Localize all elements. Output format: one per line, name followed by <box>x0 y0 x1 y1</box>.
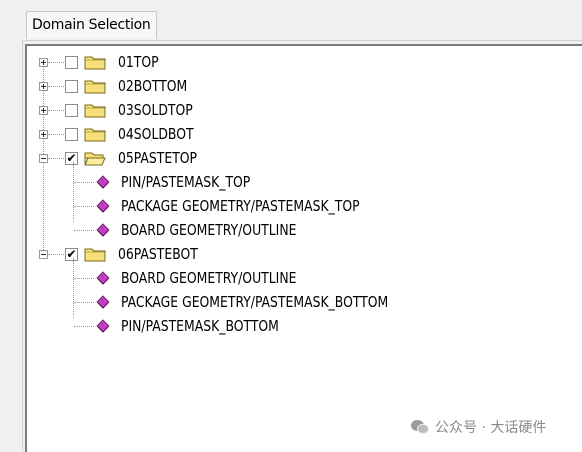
folder-icon <box>84 104 106 118</box>
folder-icon <box>84 248 106 262</box>
tree-node-01top[interactable]: 01TOP <box>27 50 577 74</box>
tree-node-label: 06PASTEBOT <box>118 245 198 263</box>
checkbox-02bottom[interactable] <box>65 79 78 93</box>
domain-tree[interactable]: 01TOP 02BOTTOM 03SOLDTOP 04SOLDBOT <box>25 44 582 452</box>
tree-leaf-label: PACKAGE GEOMETRY/PASTEMASK_TOP <box>121 197 360 215</box>
tree-connector <box>48 110 64 112</box>
tree-node-label: 05PASTETOP <box>118 149 198 167</box>
tree-leaf-package-pastemask-top[interactable]: PACKAGE GEOMETRY/PASTEMASK_TOP <box>27 194 577 218</box>
tree-connector <box>74 182 94 184</box>
tree-leaf-label: PIN/PASTEMASK_TOP <box>121 173 251 191</box>
tree-leaf-label: BOARD GEOMETRY/OUTLINE <box>121 221 297 239</box>
tree-leaf-board-outline[interactable]: BOARD GEOMETRY/OUTLINE <box>27 218 577 242</box>
tree-node-04soldbot[interactable]: 04SOLDBOT <box>27 122 577 146</box>
tree-connector <box>48 62 64 64</box>
tree-connector <box>73 258 75 318</box>
watermark-text: 公众号 · 大话硬件 <box>435 420 547 436</box>
minus-box-icon[interactable] <box>39 249 48 259</box>
checkbox-04soldbot[interactable] <box>65 127 78 141</box>
layer-diamond-icon <box>96 271 110 285</box>
checkbox-06pastebot[interactable]: ✔ <box>65 246 78 261</box>
tree-leaf-package-pastemask-bottom[interactable]: PACKAGE GEOMETRY/PASTEMASK_BOTTOM <box>27 290 577 314</box>
tree-connector <box>74 302 94 304</box>
tree-node-03soldtop[interactable]: 03SOLDTOP <box>27 98 577 122</box>
tree-connector <box>48 158 64 160</box>
tree-node-label: 02BOTTOM <box>118 77 188 95</box>
watermark: 公众号 · 大话硬件 <box>410 416 546 438</box>
checkbox-03soldtop[interactable] <box>65 103 78 117</box>
layer-diamond-icon <box>96 223 110 237</box>
wechat-icon <box>411 420 429 435</box>
layer-diamond-icon <box>96 175 110 189</box>
folder-icon <box>84 128 106 142</box>
tree-connector <box>74 326 94 328</box>
tree-connector <box>74 278 94 280</box>
plus-box-icon[interactable] <box>39 57 48 67</box>
tree-connector <box>48 86 64 88</box>
tree-node-label: 03SOLDTOP <box>118 101 193 119</box>
tree-leaf-label: PIN/PASTEMASK_BOTTOM <box>121 317 279 335</box>
tree-connector <box>48 254 64 256</box>
layer-diamond-icon <box>96 199 110 213</box>
tree-leaf-label: PACKAGE GEOMETRY/PASTEMASK_BOTTOM <box>121 293 389 311</box>
tree-node-02bottom[interactable]: 02BOTTOM <box>27 74 577 98</box>
layer-diamond-icon <box>96 319 110 333</box>
minus-box-icon[interactable] <box>39 153 48 163</box>
tree-leaf-pin-pastemask-bottom[interactable]: PIN/PASTEMASK_BOTTOM <box>27 314 577 338</box>
checkbox-01top[interactable] <box>65 55 78 69</box>
tree-node-05pastetop[interactable]: ✔ 05PASTETOP <box>27 146 577 170</box>
folder-icon <box>84 80 106 94</box>
plus-box-icon[interactable] <box>39 81 48 91</box>
tree-node-label: 04SOLDBOT <box>118 125 194 143</box>
tree-connector <box>73 162 75 222</box>
layer-diamond-icon <box>96 295 110 309</box>
tab-domain-selection[interactable]: Domain Selection <box>26 11 157 39</box>
tree-node-06pastebot[interactable]: ✔ 06PASTEBOT <box>27 242 577 266</box>
folder-icon <box>84 56 106 70</box>
plus-box-icon[interactable] <box>39 105 48 115</box>
tree-connector <box>48 134 64 136</box>
tree-connector <box>74 230 94 232</box>
plus-box-icon[interactable] <box>39 129 48 139</box>
tree-leaf-board-outline[interactable]: BOARD GEOMETRY/OUTLINE <box>27 266 577 290</box>
tree-leaf-pin-pastemask-top[interactable]: PIN/PASTEMASK_TOP <box>27 170 577 194</box>
folder-open-icon <box>84 152 106 166</box>
tree-connector <box>74 206 94 208</box>
tree-leaf-label: BOARD GEOMETRY/OUTLINE <box>121 269 297 287</box>
tree-node-label: 01TOP <box>118 53 159 71</box>
checkbox-05pastetop[interactable]: ✔ <box>65 150 78 165</box>
